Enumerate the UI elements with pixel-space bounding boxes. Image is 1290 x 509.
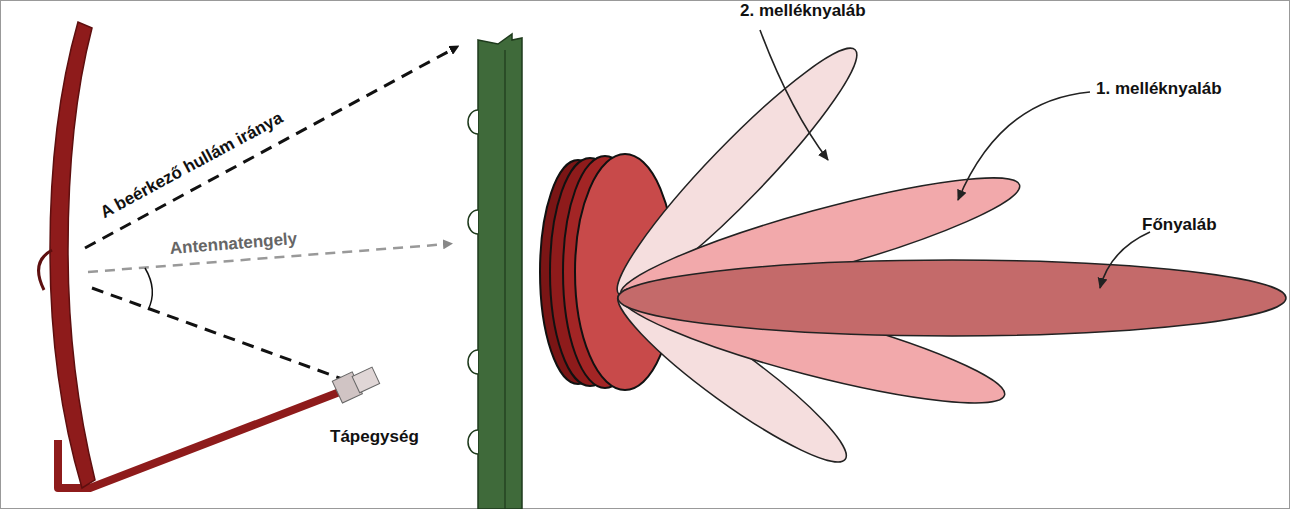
- main-lobe-label: Főnyaláb: [1142, 216, 1217, 235]
- side-lobe-label: 2. melléknyaláb: [740, 2, 866, 21]
- side-lobe-label: 1. melléknyaláb: [1096, 80, 1222, 99]
- antenna-axis-label: Antennatengely: [169, 230, 298, 259]
- wave-direction-label: A beérkező hullám iránya: [98, 109, 287, 223]
- feed-label: Tápegység: [330, 428, 419, 447]
